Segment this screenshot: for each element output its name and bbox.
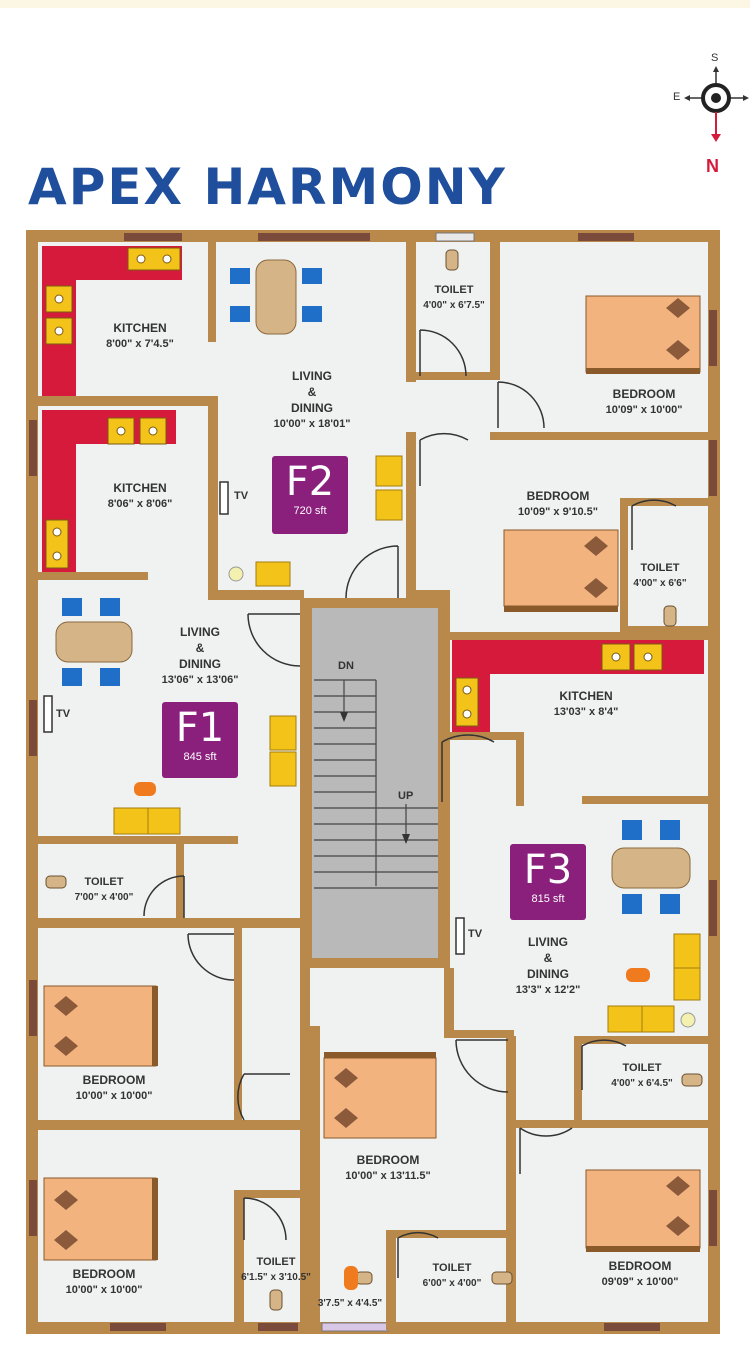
- room-dimensions: 8'06" x 8'06": [107, 498, 173, 510]
- room-label-f1-living: LIVING & DINING 13'06" x 13'06": [162, 624, 239, 688]
- room-name: BEDROOM: [608, 1259, 672, 1273]
- room-name: BEDROOM: [72, 1267, 136, 1281]
- room-dimensions: 10'09" x 10'00": [605, 404, 683, 416]
- unit-code: F3: [523, 847, 573, 893]
- tv-label-f1: TV: [56, 708, 71, 720]
- room-label-f1-bedroom: BEDROOM 10'00" x 10'00": [76, 1072, 153, 1104]
- unit-area: 720 sft: [293, 505, 327, 517]
- room-dimensions: 4'00" x 6'7.5": [423, 300, 485, 311]
- room-dimensions: 10'00" x 13'11.5": [345, 1170, 431, 1182]
- room-label-f2-kitchen: KITCHEN 8'00" x 7'4.5": [106, 320, 174, 352]
- room-label-f2-toilet: TOILET 4'00" x 6'7.5": [423, 282, 485, 314]
- room-label-f2-bedroom2: BEDROOM 10'09" x 9'10.5": [518, 488, 598, 520]
- room-label-f1-kitchen: KITCHEN 8'06" x 8'06": [108, 480, 173, 512]
- room-label-f3-bedroom: BEDROOM 09'09" x 10'00": [602, 1258, 679, 1290]
- room-name: TOILET: [640, 562, 680, 574]
- room-name: BEDROOM: [526, 489, 590, 503]
- room-dimensions: 09'09" x 10'00": [601, 1276, 679, 1288]
- unit-badge-f1: F1 845 sft: [162, 702, 238, 778]
- unit-area: 815 sft: [531, 893, 565, 905]
- room-label-small-wc: 3'7.5" x 4'4.5": [318, 1296, 382, 1312]
- stair-down-label: DN: [338, 660, 354, 672]
- room-dimensions: 7'00" x 4'00": [74, 892, 134, 903]
- room-name: KITCHEN: [113, 481, 167, 495]
- compass-icon: [684, 66, 749, 142]
- unit-badge-f2: F2 720 sft: [272, 456, 348, 534]
- room-label-f2-living: LIVING & DINING 10'00" x 18'01": [274, 368, 351, 432]
- room-name: LIVING & DINING: [179, 625, 221, 671]
- room-name: KITCHEN: [113, 321, 167, 335]
- room-dimensions: 6'1.5" x 3'10.5": [241, 1272, 311, 1283]
- room-name: TOILET: [432, 1262, 472, 1274]
- tv-label-f2: TV: [234, 490, 249, 502]
- room-label-f2-bedroom: BEDROOM 10'09" x 10'00": [606, 386, 683, 418]
- room-dimensions: 8'00" x 7'4.5": [106, 338, 174, 350]
- room-label-center-toilet: TOILET 6'00" x 4'00": [423, 1260, 482, 1292]
- room-name: KITCHEN: [559, 689, 613, 703]
- room-label-f3-living: LIVING & DINING 13'3" x 12'2": [516, 934, 581, 998]
- room-label-center-bedroom: BEDROOM 10'00" x 13'11.5": [345, 1152, 430, 1184]
- room-name: LIVING & DINING: [291, 369, 333, 415]
- room-dimensions: 6'00" x 4'00": [422, 1278, 482, 1289]
- tv-label-f3: TV: [468, 928, 483, 940]
- unit-code: F2: [285, 459, 335, 505]
- compass-north-label: N: [706, 156, 719, 176]
- unit-code: F1: [175, 705, 225, 751]
- room-label-f1-toilet2: TOILET 6'1.5" x 3'10.5": [241, 1254, 311, 1286]
- room-name: BEDROOM: [82, 1073, 146, 1087]
- room-dimensions: 13'06" x 13'06": [161, 674, 239, 686]
- room-name: TOILET: [622, 1062, 662, 1074]
- room-label-f3-kitchen: KITCHEN 13'03" x 8'4": [554, 688, 619, 720]
- room-label-f1-toilet: TOILET 7'00" x 4'00": [75, 874, 134, 906]
- room-label-f3-toilet: TOILET 4'00" x 6'4.5": [611, 1060, 673, 1092]
- room-dimensions: 10'00" x 10'00": [65, 1284, 143, 1296]
- room-name: TOILET: [84, 876, 124, 888]
- room-name: LIVING & DINING: [526, 935, 569, 981]
- room-dimensions: 4'00" x 6'4.5": [611, 1078, 673, 1089]
- unit-badge-f3: F3 815 sft: [510, 844, 586, 920]
- room-dimensions: 13'3" x 12'2": [515, 984, 581, 996]
- room-label-f1-bedroom2: BEDROOM 10'00" x 10'00": [66, 1266, 143, 1298]
- stair-up-label: UP: [398, 790, 414, 802]
- room-dimensions: 3'7.5" x 4'4.5": [317, 1298, 383, 1309]
- compass-east-label: E: [673, 91, 681, 103]
- room-name: BEDROOM: [356, 1153, 420, 1167]
- unit-area: 845 sft: [183, 751, 217, 763]
- room-dimensions: 13'03" x 8'4": [553, 706, 619, 718]
- room-name: BEDROOM: [612, 387, 676, 401]
- room-dimensions: 10'09" x 9'10.5": [518, 506, 598, 518]
- compass-south-label: S: [711, 52, 719, 64]
- room-name: TOILET: [434, 284, 474, 296]
- room-dimensions: 10'00" x 10'00": [75, 1090, 153, 1102]
- room-dimensions: 4'00" x 6'6": [633, 578, 687, 589]
- top-band: [0, 0, 750, 8]
- room-name: TOILET: [256, 1256, 296, 1268]
- room-label-f2-toilet2: TOILET 4'00" x 6'6": [633, 560, 686, 592]
- room-dimensions: 10'00" x 18'01": [273, 418, 351, 430]
- project-title: APEX HARMONY: [28, 158, 507, 216]
